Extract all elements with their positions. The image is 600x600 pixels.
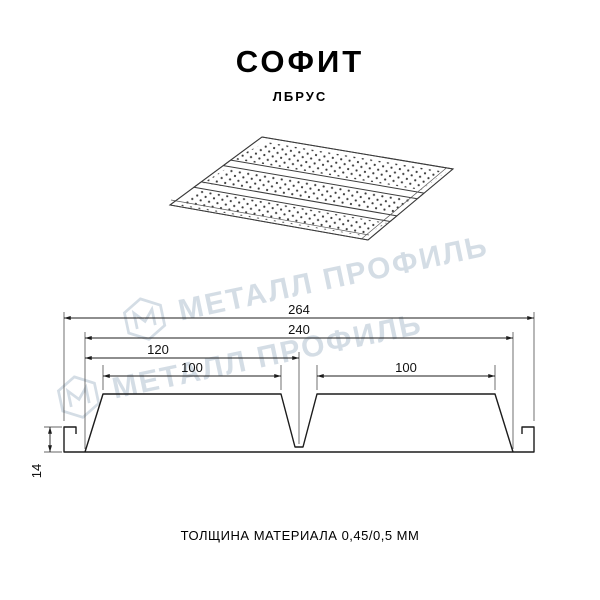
dim-profile-height-label: 14 bbox=[29, 464, 44, 478]
dimension-lines bbox=[48, 316, 535, 453]
dim-half-width-label: 120 bbox=[147, 342, 169, 357]
groove-rib bbox=[223, 159, 425, 200]
dim-left-panel-label: 100 bbox=[181, 360, 203, 375]
dim-right-panel-label: 100 bbox=[395, 360, 417, 375]
extension-lines bbox=[44, 312, 535, 453]
watermark: МЕТАЛЛ ПРОФИЛЬ bbox=[51, 302, 427, 425]
perforation-strip bbox=[203, 168, 414, 214]
product-subtitle: ЛБРУС bbox=[272, 89, 328, 104]
hem-fold-line bbox=[170, 199, 370, 236]
material-thickness-note: ТОЛЩИНА МАТЕРИАЛА 0,45/0,5 ММ bbox=[180, 528, 420, 543]
end-cut-line bbox=[361, 167, 447, 240]
panel-outline bbox=[168, 136, 455, 241]
metall-profil-logo-icon bbox=[56, 375, 101, 419]
soffit-profile-section bbox=[63, 393, 535, 453]
panel-3d-illustration bbox=[168, 136, 455, 241]
dim-overall-width-label: 264 bbox=[288, 302, 310, 317]
dim-working-width-label: 240 bbox=[288, 322, 310, 337]
cross-section-drawing: 264 240 120 100 100 14 bbox=[29, 302, 535, 478]
perforation-strip bbox=[176, 190, 387, 236]
groove-rib bbox=[193, 181, 398, 222]
perforation-strip bbox=[233, 142, 446, 190]
product-title: СОФИТ bbox=[235, 44, 365, 79]
